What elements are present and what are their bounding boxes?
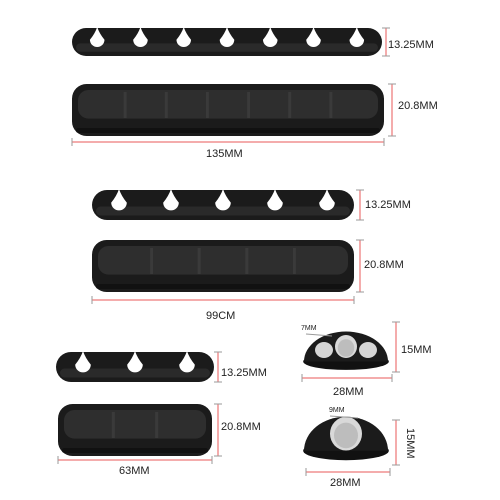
strip-front-base	[62, 448, 208, 453]
clip-hole	[315, 342, 333, 358]
strip-front-face	[64, 410, 206, 439]
cable-hole	[163, 189, 179, 211]
organizer-7-slot-top-view	[72, 27, 382, 56]
label-7slot-body-height: 20.8MM	[398, 100, 438, 112]
round-clip-large-height-dim	[392, 419, 400, 466]
cable-hole	[306, 27, 321, 48]
cable-hole	[179, 351, 195, 373]
cable-hole	[349, 27, 365, 48]
label-3slot-top-height: 13.25MM	[221, 367, 267, 379]
cable-hole	[89, 27, 105, 48]
label-7slot-length: 135MM	[206, 148, 243, 160]
slot-divider	[155, 412, 159, 438]
organizer-7-slot-body-height-dim	[388, 83, 396, 137]
slot-divider	[205, 92, 209, 118]
slot-divider	[150, 248, 154, 274]
label-3slot-body-height: 20.8MM	[221, 421, 261, 433]
hole-leader-line	[329, 415, 359, 419]
label-large-clip-height: 15MM	[404, 428, 416, 459]
slot-divider	[245, 248, 249, 274]
cable-hole	[75, 351, 91, 373]
label-large-clip-hole: 9MM	[329, 407, 345, 414]
label-small-clip-hole: 7MM	[301, 325, 317, 332]
strip-front-base	[76, 128, 380, 133]
cable-hole	[215, 189, 231, 211]
hole-leader-line	[305, 333, 333, 337]
organizer-5-slot-top-height-dim	[356, 189, 364, 221]
cable-hole	[262, 27, 278, 48]
slot-divider	[247, 92, 251, 118]
organizer-3-slot-front-view	[58, 404, 212, 456]
slot-divider	[123, 92, 127, 118]
strip-front-face	[98, 246, 348, 275]
cable-hole	[267, 189, 283, 211]
slot-divider	[288, 92, 292, 118]
strip-front-base	[96, 284, 350, 289]
cable-hole	[176, 27, 192, 48]
label-5slot-length: 99CM	[206, 310, 236, 322]
cable-hole	[219, 27, 235, 48]
slot-divider	[329, 92, 333, 118]
clip-hole-inner	[337, 339, 355, 357]
strip-front-face	[78, 90, 378, 119]
label-large-clip-width: 28MM	[330, 477, 361, 489]
cable-hole	[319, 189, 335, 211]
cable-hole	[111, 189, 127, 211]
round-clip-small-width-dim	[301, 374, 393, 382]
clip-hole-inner	[334, 422, 358, 449]
organizer-3-slot-body-height-dim	[214, 403, 222, 457]
organizer-7-slot-length-dim	[71, 138, 385, 146]
organizer-7-slot-front-view	[72, 84, 384, 136]
clip-hole	[359, 342, 377, 358]
round-clip-small-height-dim	[392, 321, 400, 373]
label-3slot-length: 63MM	[119, 465, 150, 477]
cable-hole	[127, 351, 143, 373]
label-7slot-top-height: 13.25MM	[388, 39, 434, 51]
strip-ridge	[76, 43, 378, 52]
strip-ridge	[60, 368, 210, 378]
organizer-5-slot-front-view	[92, 240, 354, 292]
strip-ridge	[96, 206, 350, 216]
slot-divider	[111, 412, 115, 438]
round-clip-small-view	[303, 331, 389, 370]
organizer-3-slot-top-height-dim	[214, 351, 222, 383]
organizer-7-slot-top-height-dim	[382, 27, 390, 57]
organizer-5-slot-length-dim	[91, 296, 355, 304]
slot-divider	[292, 248, 296, 274]
label-5slot-top-height: 13.25MM	[365, 199, 411, 211]
round-clip-large-view	[303, 416, 389, 461]
round-clip-large-width-dim	[305, 468, 391, 476]
organizer-3-slot-length-dim	[57, 456, 213, 464]
label-small-clip-height: 15MM	[401, 344, 432, 356]
cable-hole	[133, 27, 148, 48]
label-small-clip-width: 28MM	[333, 386, 364, 398]
slot-divider	[197, 248, 201, 274]
slot-divider	[164, 92, 168, 118]
label-5slot-body-height: 20.8MM	[364, 259, 404, 271]
organizer-5-slot-top-view	[92, 189, 354, 220]
organizer-5-slot-body-height-dim	[356, 239, 364, 293]
organizer-3-slot-top-view	[56, 351, 214, 382]
